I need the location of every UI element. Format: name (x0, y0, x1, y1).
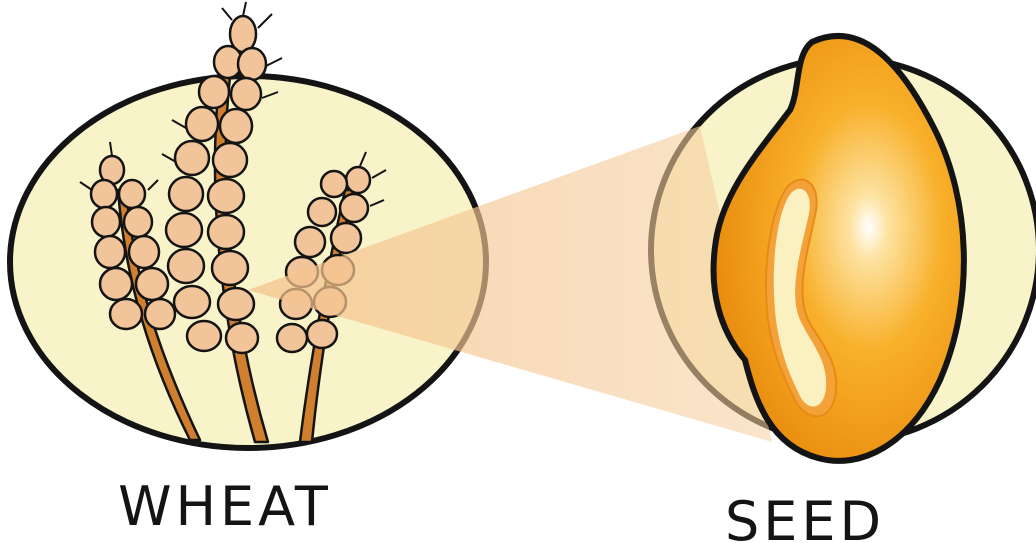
seed-label: SEED (725, 490, 885, 543)
wheat-label: WHEAT (118, 475, 332, 538)
